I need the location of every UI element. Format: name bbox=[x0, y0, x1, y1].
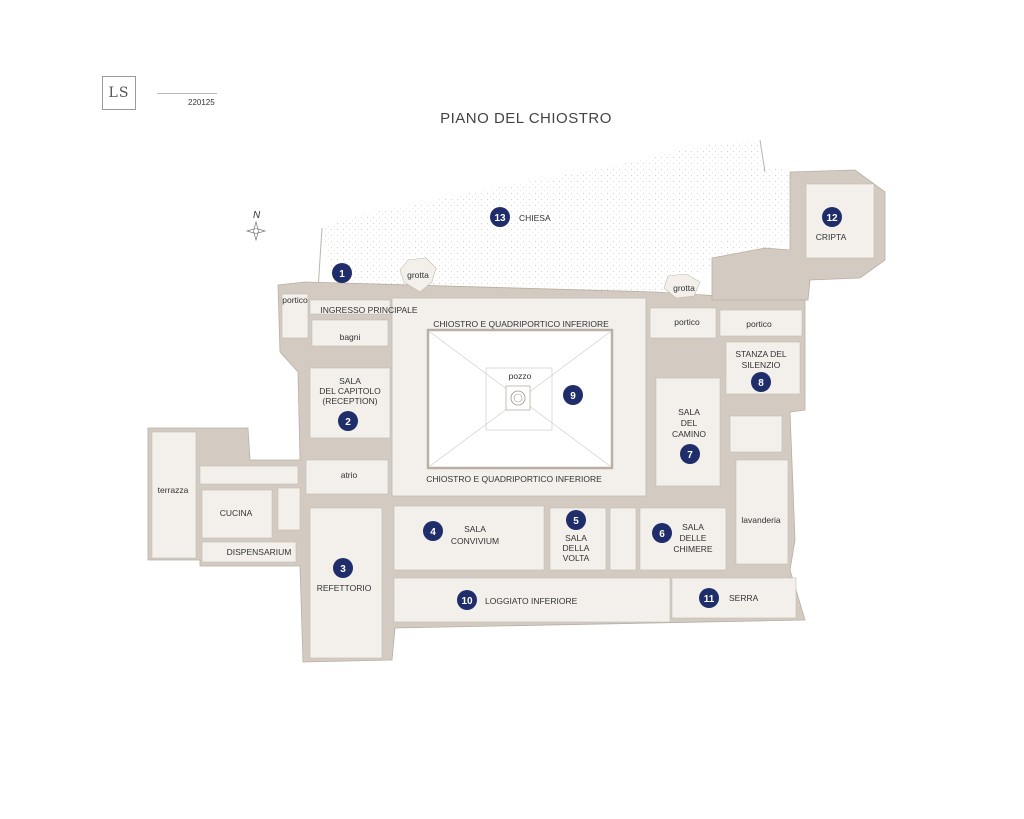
label-chimere-2: DELLE bbox=[680, 533, 707, 543]
document-code: 220125 bbox=[188, 98, 215, 107]
church-edge bbox=[759, 139, 766, 173]
label-lavanderia: lavanderia bbox=[741, 515, 780, 525]
label-capitolo-3: (RECEPTION) bbox=[322, 396, 377, 406]
label-grotta-right: grotta bbox=[673, 283, 695, 293]
marker-number: 2 bbox=[345, 417, 351, 428]
label-cripta: CRIPTA bbox=[816, 232, 847, 242]
label-capitolo-2: DEL CAPITOLO bbox=[319, 386, 381, 396]
logo-badge: LS bbox=[102, 76, 136, 110]
room-marker-4[interactable]: 4 bbox=[423, 521, 443, 541]
room-floors bbox=[151, 183, 875, 659]
room-marker-13[interactable]: 13 bbox=[490, 207, 510, 227]
label-portico-left: portico bbox=[282, 295, 308, 305]
room-marker-2[interactable]: 2 bbox=[338, 411, 358, 431]
room-marker-1[interactable]: 1 bbox=[332, 263, 352, 283]
label-grotta-left: grotta bbox=[407, 270, 429, 280]
label-chiostro-top: CHIOSTRO E QUADRIPORTICO INFERIORE bbox=[433, 319, 609, 329]
room-marker-12[interactable]: 12 bbox=[822, 207, 842, 227]
label-convivium-2: CONVIVIUM bbox=[451, 536, 499, 546]
label-portico-right-2: portico bbox=[746, 319, 772, 329]
room-marker-5[interactable]: 5 bbox=[566, 510, 586, 530]
page-title: PIANO DEL CHIOSTRO bbox=[440, 110, 612, 127]
label-chimere-1: SALA bbox=[682, 522, 704, 532]
label-dispensarium: DISPENSARIUM bbox=[227, 547, 292, 557]
logo-divider bbox=[157, 93, 217, 94]
room-marker-8[interactable]: 8 bbox=[751, 372, 771, 392]
label-bagni: bagni bbox=[340, 332, 361, 342]
room-marker-10[interactable]: 10 bbox=[457, 590, 477, 610]
label-ingresso: INGRESSO PRINCIPALE bbox=[320, 305, 417, 315]
church-edge bbox=[317, 227, 323, 291]
label-silenzio-2: SILENZIO bbox=[742, 360, 781, 370]
marker-number: 9 bbox=[570, 391, 576, 402]
compass-north-label: N bbox=[253, 210, 261, 221]
label-loggiato: LOGGIATO INFERIORE bbox=[485, 596, 578, 606]
label-silenzio-1: STANZA DEL bbox=[735, 349, 787, 359]
label-chiostro-bottom: CHIOSTRO E QUADRIPORTICO INFERIORE bbox=[426, 474, 602, 484]
label-camino-1: SALA bbox=[678, 407, 700, 417]
marker-number: 10 bbox=[461, 596, 473, 607]
label-cucina: CUCINA bbox=[220, 508, 253, 518]
room-labels: CHIESA CRIPTA grotta grotta portico INGR… bbox=[158, 213, 847, 606]
label-portico-right-1: portico bbox=[674, 317, 700, 327]
marker-number: 12 bbox=[826, 213, 838, 224]
label-camino-3: CAMINO bbox=[672, 429, 706, 439]
marker-number: 5 bbox=[573, 516, 579, 527]
label-volta-2: DELLA bbox=[563, 543, 590, 553]
label-camino-2: DEL bbox=[681, 418, 698, 428]
marker-number: 3 bbox=[340, 564, 346, 575]
label-capitolo-1: SALA bbox=[339, 376, 361, 386]
room-marker-9[interactable]: 9 bbox=[563, 385, 583, 405]
room-marker-11[interactable]: 11 bbox=[699, 588, 719, 608]
label-serra: SERRA bbox=[729, 593, 759, 603]
label-chiesa: CHIESA bbox=[519, 213, 551, 223]
marker-number: 7 bbox=[687, 450, 693, 461]
marker-number: 1 bbox=[339, 269, 345, 280]
room-marker-3[interactable]: 3 bbox=[333, 558, 353, 578]
label-volta-3: VOLTA bbox=[563, 553, 590, 563]
marker-number: 8 bbox=[758, 378, 764, 389]
marker-number: 11 bbox=[704, 594, 715, 605]
marker-number: 6 bbox=[659, 529, 665, 540]
church-area bbox=[322, 140, 790, 298]
label-convivium-1: SALA bbox=[464, 524, 486, 534]
marker-number: 4 bbox=[430, 527, 436, 538]
marker-number: 13 bbox=[494, 213, 506, 224]
room-marker-6[interactable]: 6 bbox=[652, 523, 672, 543]
room-marker-7[interactable]: 7 bbox=[680, 444, 700, 464]
label-terrazza: terrazza bbox=[158, 485, 189, 495]
logo-text: LS bbox=[108, 85, 130, 101]
label-volta-1: SALA bbox=[565, 533, 587, 543]
label-chimere-3: CHIMERE bbox=[673, 544, 713, 554]
label-refettorio: REFETTORIO bbox=[317, 583, 372, 593]
label-atrio: atrio bbox=[341, 470, 358, 480]
label-pozzo: pozzo bbox=[509, 371, 532, 381]
markers: 1 2 3 4 5 6 7 8 9 10 11 12 13 bbox=[332, 207, 842, 610]
compass-rose bbox=[245, 220, 267, 242]
